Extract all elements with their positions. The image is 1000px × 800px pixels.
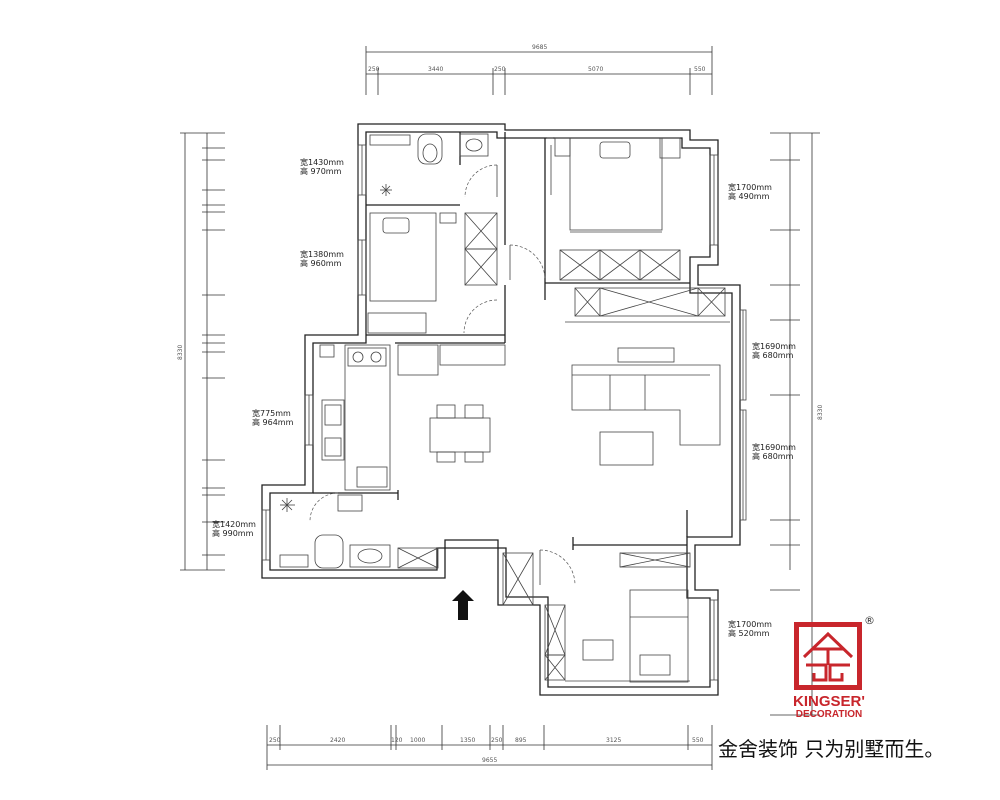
desk-icon <box>582 639 614 661</box>
window-width: 宽1430mm <box>300 158 344 167</box>
walls <box>261 123 741 696</box>
top-dimension: 9685 250 3440 250 5070 550 <box>365 44 713 95</box>
registered-mark: ® <box>864 614 875 627</box>
dim-text: 550 <box>694 66 706 73</box>
dim-text: 1000 <box>410 737 425 744</box>
entrance-arrow-icon <box>452 590 474 620</box>
dim-text: 250 <box>368 66 380 73</box>
bed-icon <box>369 212 437 302</box>
dim-text: 5070 <box>588 66 603 73</box>
brand-subtitle: DECORATION <box>795 709 863 720</box>
toilet-icon <box>314 534 344 569</box>
sofa-icon <box>571 364 721 446</box>
coffee-table-icon <box>599 431 654 466</box>
window-width: 宽1420mm <box>212 520 256 529</box>
dim-text: 250 <box>494 66 506 73</box>
brand-logo-frame <box>794 622 862 690</box>
dim-text: 895 <box>515 737 527 744</box>
toilet-icon <box>417 133 443 165</box>
brand-name: KINGSER' DECORATION <box>787 694 871 720</box>
window-height: 高 964mm <box>252 418 294 427</box>
right-total-dim: 8330 <box>817 405 824 420</box>
window-height: 高 520mm <box>728 629 770 638</box>
stove-icon <box>347 347 387 367</box>
dining-table-icon <box>429 417 491 453</box>
master-bedroom <box>554 137 730 323</box>
window-width: 宽1380mm <box>300 250 344 259</box>
windows <box>261 144 747 681</box>
bed-icon <box>629 589 689 683</box>
window-height: 高 680mm <box>752 351 794 360</box>
window-width: 宽1690mm <box>752 443 796 452</box>
window-height: 高 680mm <box>752 452 794 461</box>
window-height: 高 490mm <box>728 192 770 201</box>
dim-text: 250 <box>491 737 503 744</box>
top-total-dim: 9685 <box>532 44 547 51</box>
window-height: 高 970mm <box>300 167 342 176</box>
bedroom-3 <box>502 552 691 683</box>
dim-text: 1350 <box>460 737 475 744</box>
side-dimensions: 8330 8330 <box>177 132 824 716</box>
bathroom-bottom <box>279 494 439 569</box>
dim-text: 3440 <box>428 66 443 73</box>
window-height: 高 960mm <box>300 259 342 268</box>
tv-cabinet-icon <box>617 347 675 363</box>
window-width: 宽775mm <box>252 409 291 418</box>
sink-icon <box>459 133 489 157</box>
brand-slogan: 金舍装饰 只为别墅而生。 <box>718 737 945 761</box>
living-room <box>571 347 721 466</box>
kitchen-sink-icon <box>321 399 345 461</box>
window-width: 宽1700mm <box>728 183 772 192</box>
bedroom-2 <box>367 212 498 334</box>
fridge-icon <box>397 344 439 376</box>
window-width: 宽1700mm <box>728 620 772 629</box>
left-total-dim: 8330 <box>177 345 184 360</box>
bed-icon <box>569 137 663 231</box>
window-height: 高 990mm <box>212 529 254 538</box>
kitchen <box>319 344 506 491</box>
bottom-dimension: 250 2420 120 1000 1350 250 895 3125 550 … <box>266 725 713 770</box>
dim-text: 250 <box>269 737 281 744</box>
window-width: 宽1690mm <box>752 342 796 351</box>
doors <box>309 137 576 586</box>
dim-text: 550 <box>692 737 704 744</box>
bottom-total-dim: 9655 <box>482 757 497 764</box>
dim-text: 3125 <box>606 737 621 744</box>
sink-icon <box>349 544 391 568</box>
dim-text: 2420 <box>330 737 345 744</box>
dining-area <box>429 404 491 463</box>
dim-text: 120 <box>391 737 403 744</box>
brand-title: KINGSER' <box>793 693 865 710</box>
desk-icon <box>367 312 427 334</box>
brand-logo-icon <box>802 631 854 682</box>
bathroom-top <box>369 133 489 196</box>
